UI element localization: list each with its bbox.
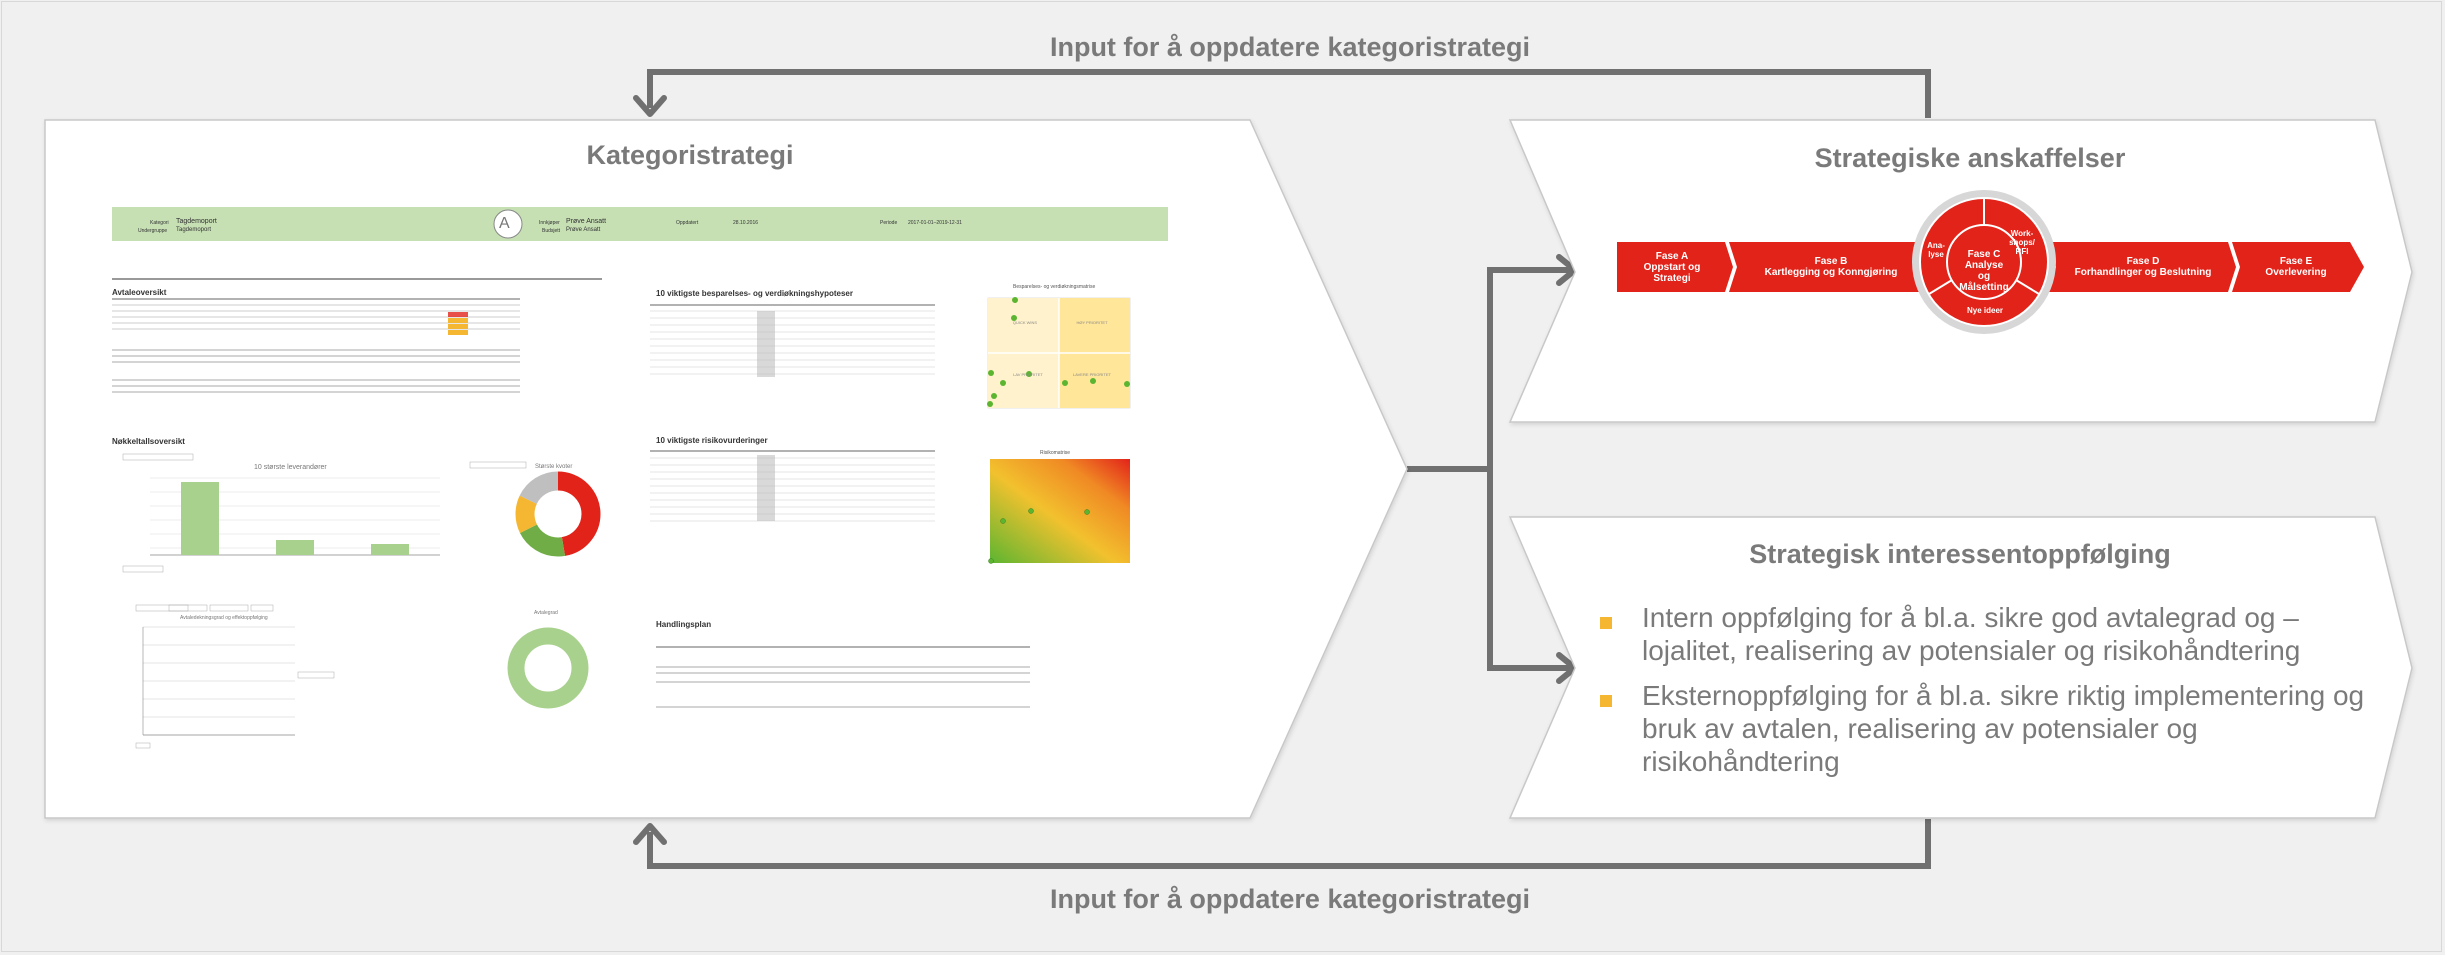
doc-label-periode: Periode [880,220,898,226]
phase-a-label: Fase A Oppstart og Strategi [1621,251,1723,284]
doc-label-innkjoper: Innkjøper [539,220,560,226]
phase-d-code: Fase D [2126,256,2160,267]
doc-value-oppdatert: 28.10.2016 [733,220,759,226]
top-loop-label: Input for å oppdatere kategoristrategi [1049,32,1531,62]
ring-label-nye-ideer: Nye ideer [1966,306,2004,315]
matrix-lower-priority: LAVERE PRIORITET [1073,372,1111,377]
interessent-title: Strategisk interessentoppfølging [1749,539,2171,569]
phase-c-code: Fase C [1967,249,2001,260]
donut-chart-quota [469,461,601,557]
avtale-table [112,298,520,393]
risk-matrix [988,459,1130,564]
anskaffelser-title: Strategiske anskaffelser [1814,143,2126,173]
matrix-quick-wins: QUICK WINS [1012,320,1038,325]
ring-label-workshops: Work- shops/ RFI [2009,229,2035,256]
section-avtale: Avtaleoversikt [112,288,167,297]
matrix-low-priority: LAV PRIORITET [1013,372,1043,377]
donut-chart-coverage [507,627,589,709]
ring-label-analyse: Ana- lyse [1927,241,1945,259]
phase-c-label: Fase C Analyse og Målsetting [1950,249,2018,293]
donut2-title: Avtalegrad [534,610,558,616]
doc-header-band [112,207,1168,241]
section-nokkel: Nøkkeltallsoversikt [112,437,185,446]
phase-d-name: Forhandlinger og Beslutning [2074,267,2212,278]
phase-a-code: Fase A [1655,251,1689,262]
handlingsplan-table [656,646,1030,708]
bullet-square-icon [1600,695,1612,707]
doc-label-kategori: Kategori [150,220,169,226]
phase-c-name: Analyse og Målsetting [1959,260,2009,293]
besparelse-table [650,304,935,377]
bar-chart-title: 10 største leverandører [254,464,327,471]
phase-d-label: Fase D Forhandlinger og Beslutning [2060,256,2226,278]
doc-label-oppdatert: Oppdatert [676,220,699,226]
interessent-panel [1508,516,2413,819]
doc-value-budget: Prøve Ansatt [566,227,601,233]
risiko-table [650,450,935,522]
bottom-loop-label: Input for å oppdatere kategoristrategi [1049,884,1531,914]
connector-arrow [1487,267,1575,671]
matrix1-title: Besparelses- og verdiøkningsmatrise [1013,284,1096,290]
bullet-intern: Intern oppfølging for å bl.a. sikre god … [1600,601,2390,667]
line-chart-title: Avtaledekningsgrad og effektoppfølging [180,615,268,621]
phase-e-name: Overlevering [2265,267,2327,278]
doc-value-innkjoper: Prøve Ansatt [566,218,607,225]
phase-b-label: Fase B Kartlegging og Konngjøring [1740,256,1922,278]
phase-b-name: Kartlegging og Konngjøring [1764,267,1898,278]
bullet-intern-text: Intern oppfølging for å bl.a. sikre god … [1642,602,2301,666]
phase-e-code: Fase E [2279,256,2313,267]
phase-b-chevron [1729,242,1936,292]
section-besparelse: 10 viktigste besparelses- og verdiøkning… [656,289,853,298]
doc-label-budget: Budsjett [542,228,561,234]
doc-value-kategori: Tagdemoport [176,218,217,225]
donut1-title: Største kvoter [535,464,573,470]
phase-e-label: Fase E Overlevering [2246,256,2346,278]
section-risiko: 10 viktigste risikovurderinger [656,436,768,445]
doc-label-undergruppe: Undergruppe [138,228,168,234]
section-handlingsplan: Handlingsplan [656,620,712,629]
phase-e-chevron [2232,242,2364,292]
phase-d-chevron [2048,242,2236,292]
phase-a-name: Oppstart og Strategi [1643,262,1701,284]
coverage-line-chart [135,604,335,749]
phase-a-chevron [1617,242,1733,292]
top-loop-arrow [647,69,1931,118]
bullet-ekstern: Eksternoppfølging for å bl.a. sikre rikt… [1600,679,2390,778]
doc-badge: A [499,215,510,232]
bullet-ekstern-text: Eksternoppfølging for å bl.a. sikre rikt… [1642,680,2365,777]
besparelse-matrix [987,297,1131,409]
doc-value-periode: 2017-01-01–2019-12-31 [908,220,962,226]
bullet-square-icon [1600,617,1612,629]
bottom-loop-arrow [647,819,1931,869]
matrix-high-priority: HØY PRIORITET [1076,320,1108,325]
doc-value-undergruppe: Tagdemoport [176,227,212,233]
matrix2-title: Risikomatrise [1040,450,1071,456]
phase-b-code: Fase B [1814,256,1848,267]
kategori-title: Kategoristrategi [586,140,794,170]
kategori-panel [44,119,1408,819]
supplier-bar-chart [122,453,440,573]
